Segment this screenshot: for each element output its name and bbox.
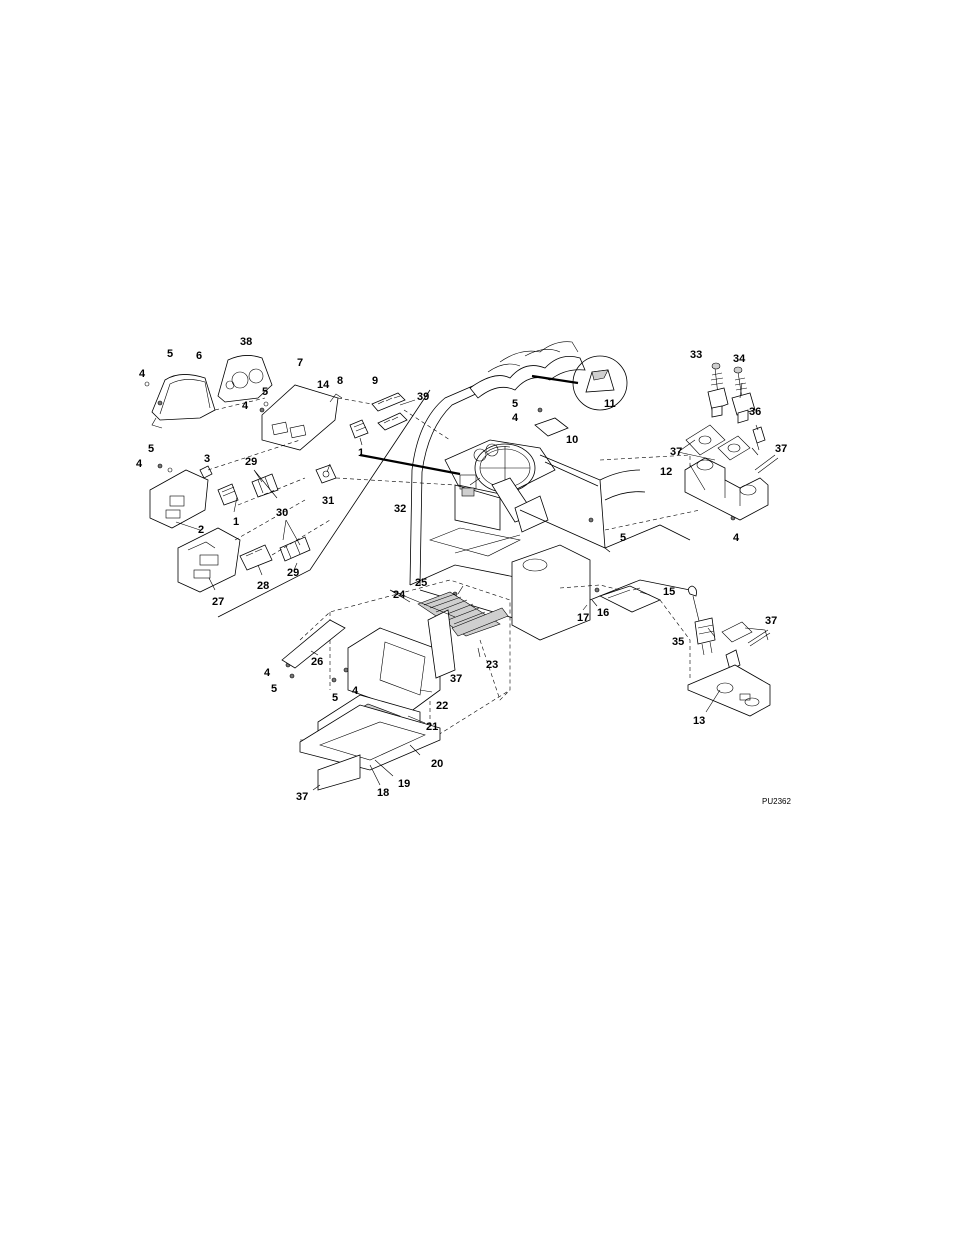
callout-30: 30 <box>276 507 288 519</box>
callout-16: 16 <box>597 607 609 619</box>
switch-36-part <box>753 425 765 450</box>
switch-panel-27-part <box>178 528 240 592</box>
joystick-35-part <box>688 586 715 655</box>
switch-1-part <box>218 484 238 505</box>
callout-33: 33 <box>690 349 702 361</box>
callout-37: 37 <box>775 443 787 455</box>
callout-10: 10 <box>566 434 578 446</box>
callout-8: 8 <box>337 375 343 387</box>
callout-37: 37 <box>670 446 682 458</box>
callout-4: 4 <box>733 532 740 544</box>
callout-11: 11 <box>604 398 616 410</box>
callout-9: 9 <box>372 375 378 387</box>
callout-5: 5 <box>167 348 173 360</box>
callout-26: 26 <box>311 656 323 668</box>
callout-24: 24 <box>393 589 406 601</box>
callout-15: 15 <box>663 586 675 598</box>
callout-4: 4 <box>264 667 271 679</box>
console-13-part <box>688 665 770 716</box>
callout-37: 37 <box>450 673 462 685</box>
switch-panel-2-part <box>150 466 212 528</box>
callout-38: 38 <box>240 336 252 348</box>
callout-4: 4 <box>139 368 146 380</box>
callout-31: 31 <box>322 495 334 507</box>
callout-1: 1 <box>233 516 239 528</box>
switch-29-part <box>252 474 278 497</box>
callout-2: 2 <box>198 524 204 536</box>
exploded-view-guides <box>208 398 700 740</box>
switch-group-upper <box>350 393 407 438</box>
callout-4: 4 <box>136 458 143 470</box>
callout-37: 37 <box>765 615 777 627</box>
callout-5: 5 <box>271 683 277 695</box>
callout-20: 20 <box>431 758 443 770</box>
callout-7: 7 <box>297 357 303 369</box>
callout-29: 29 <box>287 567 299 579</box>
callout-34: 34 <box>733 353 746 365</box>
callout-18: 18 <box>377 787 389 799</box>
callout-4: 4 <box>512 412 519 424</box>
callout-29: 29 <box>245 456 257 468</box>
callout-39: 39 <box>417 391 429 403</box>
callout-37: 37 <box>296 791 308 803</box>
callout-12: 12 <box>660 466 672 478</box>
callout-22: 22 <box>436 700 448 712</box>
callout-19: 19 <box>398 778 410 790</box>
plate-10-part <box>535 418 568 436</box>
callout-5: 5 <box>262 386 268 398</box>
callout-36: 36 <box>749 406 761 418</box>
callout-6: 6 <box>196 350 202 362</box>
callout-17: 17 <box>577 612 589 624</box>
callout-23: 23 <box>486 659 498 671</box>
joystick-33-part <box>708 363 728 417</box>
callout-14: 14 <box>317 379 330 391</box>
callout-4: 4 <box>242 400 249 412</box>
switch-28-part <box>240 545 272 570</box>
callout-13: 13 <box>693 715 705 727</box>
callout-5: 5 <box>620 532 626 544</box>
callout-4: 4 <box>352 685 359 697</box>
gasket-37-lower <box>722 622 770 646</box>
callout-3: 3 <box>204 453 210 465</box>
callout-32: 32 <box>394 503 406 515</box>
callout-27: 27 <box>212 596 224 608</box>
callout-5: 5 <box>148 443 154 455</box>
switch-31-part <box>316 465 336 483</box>
figure-code: PU2362 <box>762 797 791 806</box>
callout-28: 28 <box>257 580 269 592</box>
callout-21: 21 <box>426 721 438 733</box>
detail-11-inset <box>573 356 627 410</box>
callout-1: 1 <box>358 447 364 459</box>
callout-5: 5 <box>332 692 338 704</box>
callout-25: 25 <box>415 577 427 589</box>
dash-panel-part <box>262 385 342 450</box>
switch-30-part <box>280 537 310 561</box>
callout-35: 35 <box>672 636 684 648</box>
callout-5: 5 <box>512 398 518 410</box>
